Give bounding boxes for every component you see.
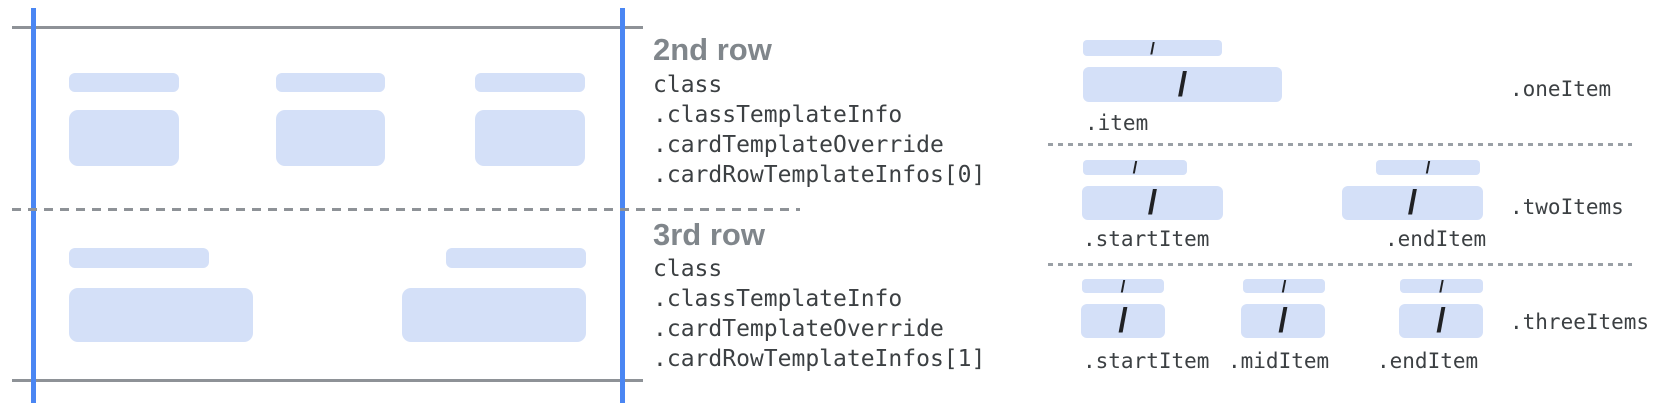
slash-icon: /	[1177, 65, 1188, 104]
twoItems-template-label: .twoItems	[1510, 195, 1624, 219]
template-divider-dashed-line	[1048, 263, 1632, 266]
twoItems-startItem-value-bar: /	[1082, 186, 1223, 220]
slash-icon: /	[1120, 276, 1126, 296]
row2-col2-value-bar	[276, 110, 385, 166]
threeItems-midItem-value-bar: /	[1241, 304, 1325, 338]
row2-col2-label-bar	[276, 73, 385, 92]
row3-col1-value-bar	[69, 288, 253, 342]
row2-class-path: class .classTemplateInfo .cardTemplateOv…	[653, 70, 985, 190]
oneItem-template-label: .oneItem	[1510, 77, 1612, 101]
row2-class-path-line: .classTemplateInfo	[653, 102, 903, 128]
slash-icon: /	[1439, 276, 1444, 296]
oneItem-item-label-bar: /	[1083, 38, 1222, 58]
threeItems-startItem-label: .startItem	[1083, 349, 1210, 373]
card-row-divider-dashed-line	[12, 208, 800, 211]
slash-icon: /	[1118, 302, 1128, 340]
twoItems-endItem-value-bar: /	[1342, 186, 1483, 220]
row3-class-path-line: .classTemplateInfo	[653, 286, 903, 312]
row3-col2-value-bar	[402, 288, 586, 342]
threeItems-midItem-label: .midItem	[1228, 349, 1330, 373]
threeItems-endItem-label: .endItem	[1377, 349, 1479, 373]
row3-col1-label-bar	[69, 248, 209, 268]
threeItems-midItem-label-bar: /	[1243, 276, 1325, 296]
twoItems-startItem-label-bar: /	[1083, 158, 1187, 177]
slash-icon: /	[1278, 302, 1288, 340]
row2-col1-label-bar	[69, 73, 179, 92]
slash-icon: /	[1425, 158, 1431, 177]
threeItems-template-label: .threeItems	[1510, 310, 1650, 334]
row2-heading: 2nd row	[653, 32, 772, 67]
row3-class-path-line: .cardRowTemplateInfos[1]	[653, 346, 986, 372]
twoItems-endItem-label: .endItem	[1385, 227, 1487, 251]
slash-icon: /	[1147, 184, 1158, 222]
card-top-line	[12, 26, 643, 29]
row3-class-path: class .classTemplateInfo .cardTemplateOv…	[653, 254, 985, 374]
slash-icon: /	[1436, 302, 1446, 340]
oneItem-item-label: .item	[1085, 111, 1149, 135]
template-divider-dashed-line	[1048, 143, 1632, 146]
row2-col3-value-bar	[475, 110, 585, 166]
row3-class-path-line: .cardTemplateOverride	[653, 316, 944, 342]
threeItems-startItem-label-bar: /	[1082, 276, 1164, 296]
row3-col2-label-bar	[446, 248, 586, 268]
row3-class-path-line: class	[653, 256, 723, 282]
card-bottom-line	[12, 379, 643, 382]
card-left-edge-line	[31, 8, 36, 403]
twoItems-endItem-label-bar: /	[1376, 158, 1480, 177]
slash-icon: /	[1150, 38, 1155, 58]
row2-class-path-line: .cardRowTemplateInfos[0]	[653, 162, 986, 188]
slash-icon: /	[1132, 158, 1138, 177]
row2-col1-value-bar	[69, 110, 179, 166]
row2-col3-label-bar	[475, 73, 585, 92]
row3-heading: 3rd row	[653, 217, 765, 252]
card-right-edge-line	[620, 8, 625, 403]
threeItems-endItem-label-bar: /	[1400, 276, 1483, 296]
slash-icon: /	[1407, 184, 1418, 222]
row2-class-path-line: class	[653, 72, 723, 98]
twoItems-startItem-label: .startItem	[1083, 227, 1210, 251]
row2-class-path-line: .cardTemplateOverride	[653, 132, 944, 158]
oneItem-item-value-bar: /	[1083, 67, 1282, 102]
threeItems-startItem-value-bar: /	[1081, 304, 1165, 338]
threeItems-endItem-value-bar: /	[1399, 304, 1483, 338]
slash-icon: /	[1281, 276, 1287, 296]
